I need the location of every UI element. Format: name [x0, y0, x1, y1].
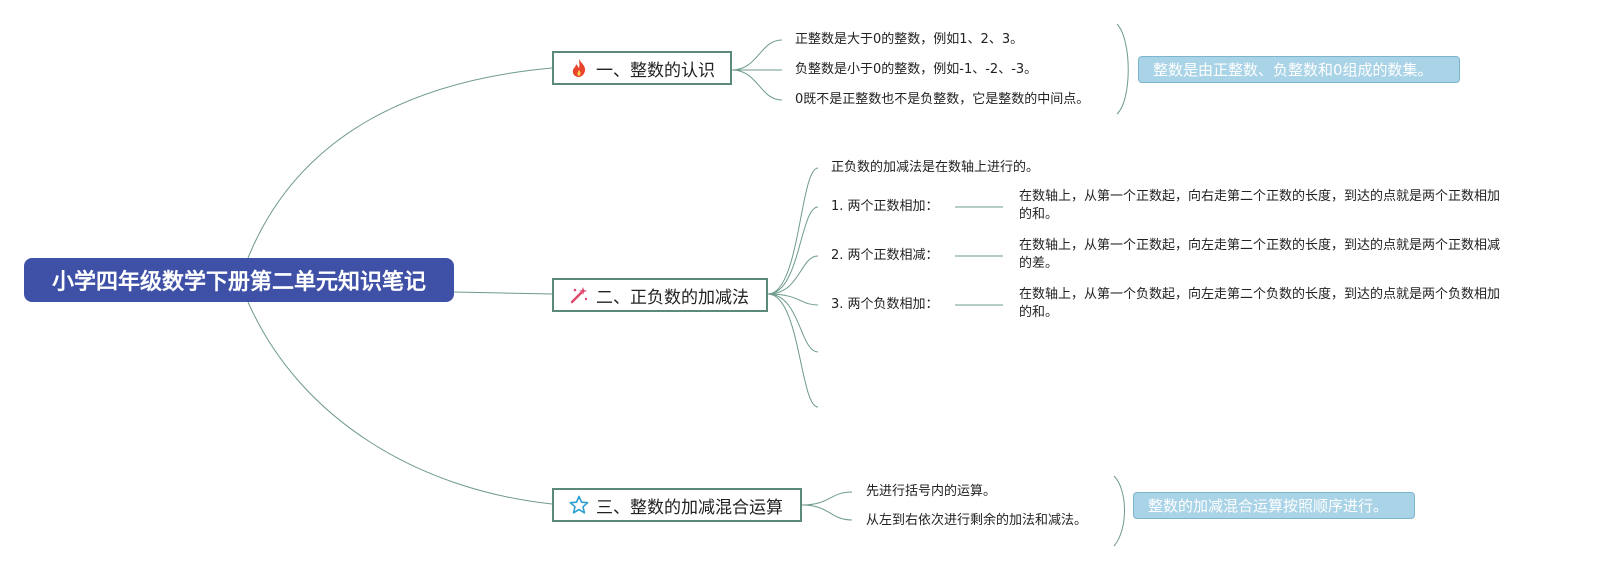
leaf-intro[interactable]: 正负数的加减法是在数轴上进行的。: [831, 160, 1040, 175]
rule-detail-2[interactable]: 在数轴上，从第一个正数起，向左走第二个正数的长度，到达的点就是两个正数相减的差。: [1019, 238, 1501, 271]
root-topic[interactable]: 小学四年级数学下册第二单元知识笔记: [24, 258, 454, 302]
magic-wand-icon: [568, 284, 590, 306]
summary-integers[interactable]: 整数是由正整数、负整数和0组成的数集。: [1138, 56, 1460, 83]
leaf-zero[interactable]: 0既不是正整数也不是负整数，它是整数的中间点。: [795, 92, 1090, 107]
leaf-parentheses-first[interactable]: 先进行括号内的运算。: [866, 484, 997, 499]
topic-label: 三、整数的加减混合运算: [596, 497, 783, 518]
leaf-positive-integer[interactable]: 正整数是大于0的整数，例如1、2、3。: [795, 32, 1024, 47]
rule-label-2[interactable]: 2. 两个正数相减：: [831, 248, 939, 263]
topic-integers[interactable]: 一、整数的认识: [552, 51, 732, 85]
leaf-negative-integer[interactable]: 负整数是小于0的整数，例如-1、-2、-3。: [795, 62, 1038, 77]
topic-label: 二、正负数的加减法: [596, 287, 749, 308]
topic-add-subtract[interactable]: 二、正负数的加减法: [552, 278, 768, 312]
star-icon: [568, 494, 590, 516]
topic-label: 一、整数的认识: [596, 60, 715, 81]
topic-mixed-operations[interactable]: 三、整数的加减混合运算: [552, 488, 802, 522]
rule-detail-1[interactable]: 在数轴上，从第一个正数起，向右走第二个正数的长度，到达的点就是两个正数相加的和。: [1019, 189, 1501, 222]
leaf-left-to-right[interactable]: 从左到右依次进行剩余的加法和减法。: [866, 513, 1088, 528]
summary-mixed-operations[interactable]: 整数的加减混合运算按照顺序进行。: [1133, 492, 1415, 519]
rule-label-3[interactable]: 3. 两个负数相加：: [831, 297, 939, 312]
fire-icon: [568, 57, 590, 79]
rule-detail-3[interactable]: 在数轴上，从第一个负数起，向左走第二个负数的长度，到达的点就是两个负数相加的和。: [1019, 287, 1501, 320]
rule-label-1[interactable]: 1. 两个正数相加：: [831, 199, 939, 214]
